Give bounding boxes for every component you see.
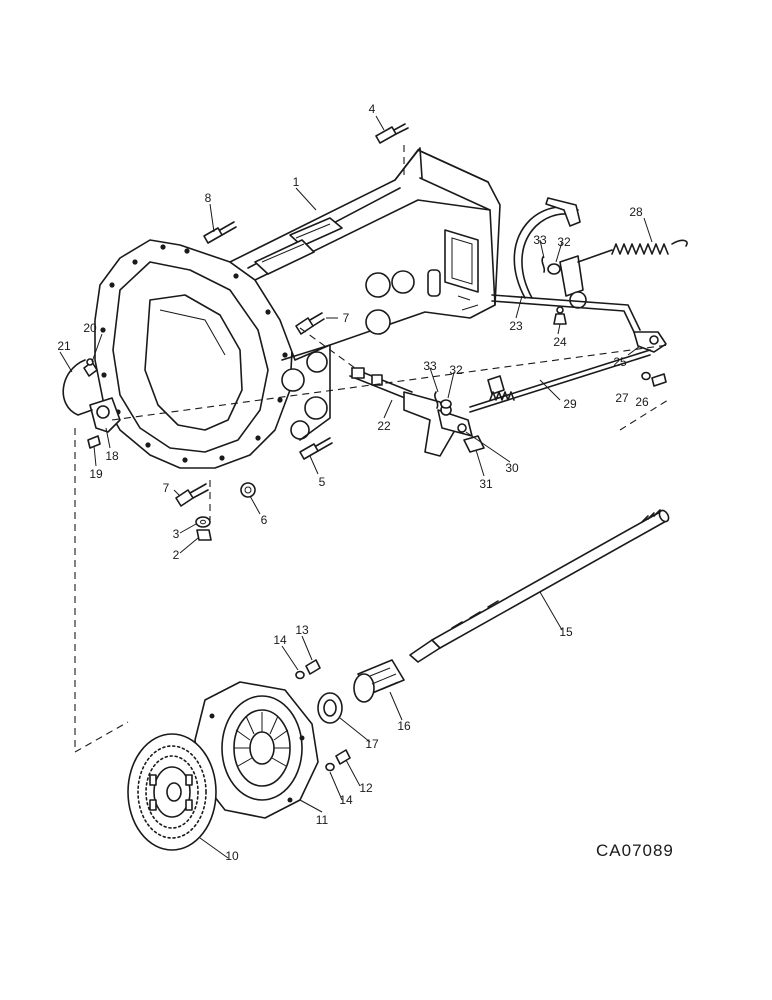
bolt-icon xyxy=(651,373,667,387)
release-bearing-icon xyxy=(317,692,343,724)
wire-clip-icon xyxy=(541,256,546,273)
return-spring-icon xyxy=(577,239,688,263)
callout-33-upper: 33 xyxy=(533,233,547,247)
wire-clip-icon xyxy=(62,359,93,416)
grease-fitting-icon xyxy=(83,358,98,377)
callout-20: 20 xyxy=(83,321,97,335)
release-lever-icon xyxy=(633,331,667,353)
callout-14-lower: 14 xyxy=(339,793,353,807)
callout-21: 21 xyxy=(57,339,71,353)
callout-16: 16 xyxy=(397,719,411,733)
callout-2: 2 xyxy=(173,548,180,562)
callout-25: 25 xyxy=(613,355,627,369)
alignment-lines xyxy=(74,145,669,753)
callout-17: 17 xyxy=(365,737,379,751)
washer-icon xyxy=(295,670,305,680)
callout-23: 23 xyxy=(509,319,523,333)
callout-12: 12 xyxy=(359,781,373,795)
release-lever-icon xyxy=(89,397,121,433)
callout-31: 31 xyxy=(479,477,493,491)
clutch-pedal-icon xyxy=(513,197,587,309)
callout-22: 22 xyxy=(377,419,391,433)
callout-7-lower: 7 xyxy=(163,481,170,495)
callout-5: 5 xyxy=(319,475,326,489)
bolt-icon xyxy=(299,437,333,460)
bolt-icon xyxy=(375,123,409,144)
callout-18: 18 xyxy=(105,449,119,463)
bolt-icon xyxy=(305,659,321,675)
bolt-icon xyxy=(463,435,485,453)
pedal-linkage-rod-icon xyxy=(469,349,651,413)
callout-32-upper: 32 xyxy=(557,235,571,249)
callout-8: 8 xyxy=(205,191,212,205)
wire-clip-icon xyxy=(434,391,439,409)
clutch-disc-icon xyxy=(127,733,217,851)
callout-15: 15 xyxy=(559,625,573,639)
drawing-code: CA07089 xyxy=(596,841,674,860)
bolt-icon xyxy=(295,312,325,335)
callout-3: 3 xyxy=(173,527,180,541)
callout-7-upper: 7 xyxy=(343,311,350,325)
callout-33-lower: 33 xyxy=(423,359,437,373)
callout-19: 19 xyxy=(89,467,103,481)
callout-28: 28 xyxy=(629,205,643,219)
bolt-icon xyxy=(203,221,237,244)
callout-27: 27 xyxy=(615,391,629,405)
callout-26: 26 xyxy=(635,395,649,409)
washer-icon xyxy=(195,516,211,528)
callout-6: 6 xyxy=(261,513,268,527)
callout-labels: 1 2 3 4 5 6 7 7 8 10 11 12 13 14 14 15 1… xyxy=(57,102,649,863)
callout-32-lower: 32 xyxy=(449,363,463,377)
release-bearing-carrier-icon xyxy=(353,659,405,703)
leader-lines xyxy=(59,115,653,859)
callout-29: 29 xyxy=(563,397,577,411)
callout-24: 24 xyxy=(553,335,567,349)
callout-1: 1 xyxy=(293,175,300,189)
callout-14-upper: 14 xyxy=(273,633,287,647)
washer-icon xyxy=(547,263,561,275)
release-lever-icon xyxy=(349,367,473,457)
bolt-icon xyxy=(87,435,101,449)
callout-11: 11 xyxy=(316,813,329,827)
grease-fitting-icon xyxy=(553,306,567,325)
input-shaft-icon xyxy=(409,509,670,663)
clutch-housing-icon xyxy=(94,147,501,469)
bolt-icon xyxy=(175,483,209,507)
washer-icon xyxy=(440,399,452,409)
nut-icon xyxy=(240,482,256,498)
pedal-linkage-rod-icon xyxy=(491,294,641,333)
callout-30: 30 xyxy=(505,461,519,475)
callout-4: 4 xyxy=(369,102,376,116)
nut-icon xyxy=(196,529,212,541)
washer-icon xyxy=(325,762,335,772)
bolt-icon xyxy=(335,749,351,765)
callout-10: 10 xyxy=(225,849,239,863)
callout-13: 13 xyxy=(295,623,309,637)
washer-icon xyxy=(641,371,651,381)
